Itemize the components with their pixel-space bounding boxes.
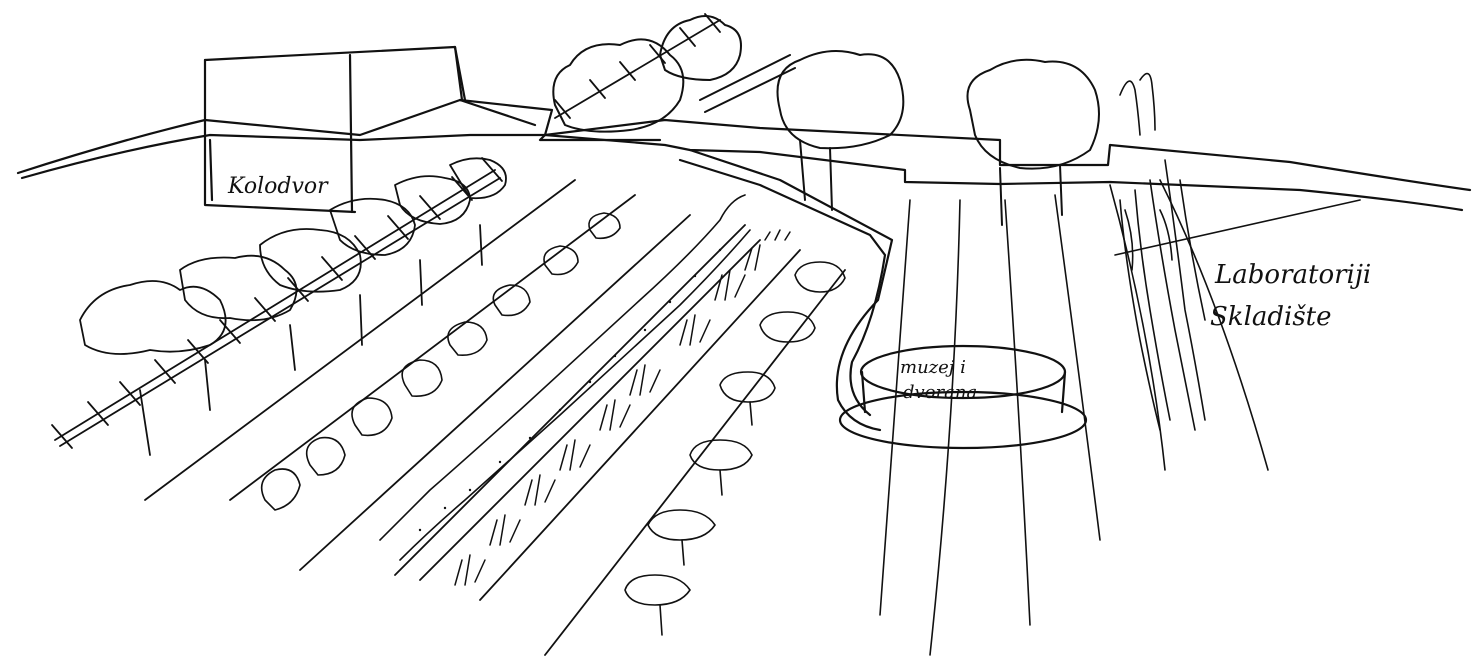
field-edge — [1115, 200, 1360, 255]
label-skladiste: Skladište — [1210, 302, 1332, 332]
label-muzej-line1: muzej i — [900, 357, 966, 378]
label-muzej-line2: dvorana — [903, 382, 977, 403]
dotted-strip — [380, 195, 750, 560]
railway-track — [52, 158, 502, 448]
label-kolodvor: Kolodvor — [227, 174, 329, 199]
label-laboratoriji: Laboratoriji — [1214, 260, 1371, 290]
garden-strips — [145, 180, 845, 655]
railway-track-upper — [555, 14, 720, 118]
ground-lines — [880, 180, 1268, 655]
ramp-path — [680, 150, 892, 430]
grass-row — [455, 230, 790, 585]
right-tree-row — [625, 262, 845, 635]
dotted-fill — [419, 249, 721, 531]
upper-trees — [553, 16, 1099, 225]
shrub-row — [262, 213, 620, 510]
